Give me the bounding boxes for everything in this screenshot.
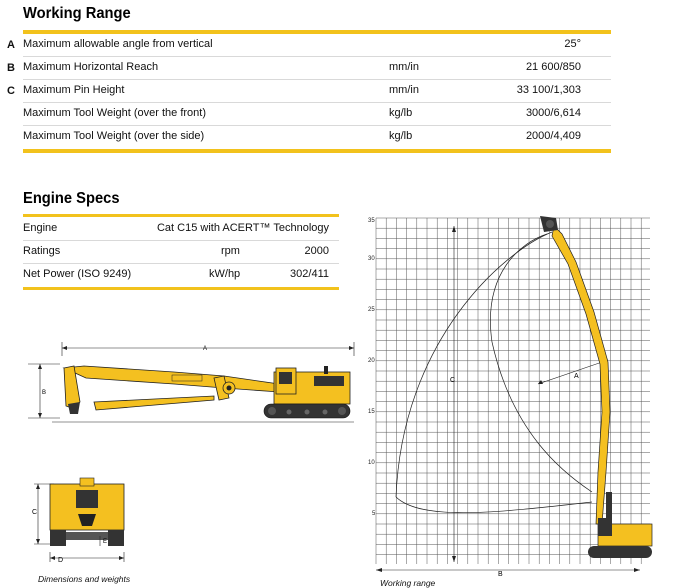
reach-arc-inner-lower [491,341,593,493]
y-tick: 20 [368,358,375,364]
row-value: 21 600/850 [525,61,581,73]
row-letter: B [7,62,15,74]
dimensions-caption: Dimensions and weights [38,574,131,584]
reach-arc-outer [395,231,553,498]
dim-b-label: B [42,390,46,396]
table-row: B Maximum Horizontal Reach mm/in 21 600/… [7,57,611,80]
dim-e-label: E [103,539,107,545]
row-value: Cat C15 with ACERT™ Technology [156,222,329,234]
dim-d-label: D [58,557,63,564]
y-tick: 10 [368,460,375,466]
y-tick: 15 [368,409,375,415]
working-range-caption: Working range [380,578,436,588]
engine-specs-title: Engine Specs [23,190,120,207]
chart-angle-a-label: A [574,373,579,380]
row-value: 33 100/1,303 [516,84,581,96]
y-tick: 5 [372,511,376,517]
excavator-boom [62,365,280,414]
row-value: 2000/4,409 [525,130,581,142]
front-view-illustration: C E D [32,477,125,564]
table-row: Maximum Tool Weight (over the front) kg/… [23,103,611,126]
row-value: 302/411 [290,268,329,280]
reach-arc-inner [490,233,548,343]
row-label: Maximum Pin Height [23,84,125,96]
row-label: Engine [23,222,58,234]
table-row: Ratings rpm 2000 [23,241,339,264]
y-tick: 35 [368,218,375,224]
row-unit: kg/lb [389,130,413,142]
row-label: Maximum Horizontal Reach [23,61,159,73]
dim-a-label: A [203,346,207,352]
working-range-top-rule [23,30,611,34]
row-letter: C [7,85,15,97]
row-unit: kg/lb [389,107,413,119]
table-row: A Maximum allowable angle from vertical … [7,34,611,57]
row-label: Maximum allowable angle from vertical [23,38,213,50]
chart-excavator [588,518,653,558]
row-label: Net Power (ISO 9249) [23,268,132,280]
side-view-illustration: A B [28,342,355,423]
chart-dim-c-label: C [450,377,455,384]
front-machine [49,477,125,546]
row-unit: rpm [221,245,240,257]
engine-specs-bottom-rule [23,287,339,290]
row-label: Maximum Tool Weight (over the front) [23,107,206,119]
working-range-title: Working Range [23,5,131,22]
table-row: Maximum Tool Weight (over the side) kg/l… [23,126,611,148]
table-row: Engine Cat C15 with ACERT™ Technology [23,218,339,241]
y-tick: 25 [368,307,375,313]
row-value: 3000/6,614 [525,107,581,119]
dim-c-label: C [32,509,37,516]
table-row: Net Power (ISO 9249) kW/hp 302/411 [23,264,339,286]
working-range-bottom-rule [23,149,611,153]
excavator-body [273,366,351,405]
working-range-chart: 35 30 25 20 15 10 5 C B A [368,216,653,578]
excavator-tracks [263,403,351,419]
row-label: Maximum Tool Weight (over the side) [23,130,205,142]
engine-specs-top-rule [23,214,339,217]
row-unit: mm/in [389,84,419,96]
row-value: 2000 [304,245,329,257]
row-unit: kW/hp [209,268,241,280]
row-letter: A [7,39,15,51]
table-row: C Maximum Pin Height mm/in 33 100/1,303 [7,80,611,103]
reach-arc-bottom [395,496,593,514]
row-label: Ratings [23,245,61,257]
high-reach-boom [540,216,612,525]
row-unit: mm/in [389,61,419,73]
chart-dim-b-label: B [498,571,503,578]
y-tick: 30 [368,256,375,262]
y-axis-ticks: 35 30 25 20 15 10 5 [368,218,376,517]
row-value: 25° [564,38,581,50]
